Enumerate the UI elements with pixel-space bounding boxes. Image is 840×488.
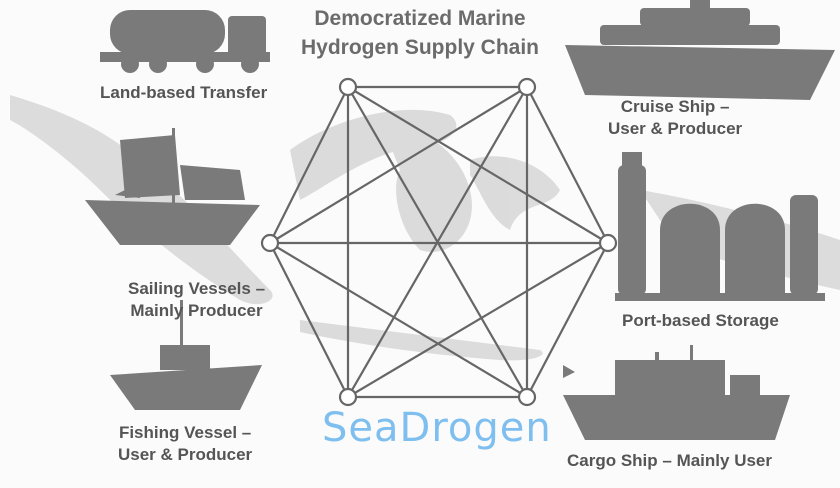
title-line-1: Democratized Marine [314,7,526,30]
network-node [598,233,618,253]
network-edge [269,242,349,398]
network-edge [269,86,528,244]
network-edge [269,86,349,244]
seadrogen-logo: SeaDrogen [322,405,552,451]
label-text: User & Producer [118,445,253,464]
network-node [517,77,537,97]
network-node [517,387,537,407]
storage-tank-icon [615,152,825,301]
label-cargo-ship: Cargo Ship – Mainly User [567,450,772,472]
fishing-boat-icon [110,300,262,410]
label-text: Mainly Producer [130,301,263,320]
cargo-ship-icon [563,345,790,440]
label-cruise-ship: Cruise Ship – User & Producer [608,96,742,140]
label-text: Fishing Vessel – [118,423,252,442]
label-text: Sailing Vessels – [128,279,266,298]
network-edge [526,86,609,244]
label-text: Cargo Ship – Mainly User [567,451,772,470]
label-land-based-transfer: Land-based Transfer [100,82,267,104]
supply-chain-network [260,77,618,407]
label-fishing-vessel: Fishing Vessel – User & Producer [118,422,252,466]
network-edge [526,242,609,398]
network-edge [347,242,609,398]
cruise-ship-icon [565,0,835,100]
label-port-storage: Port-based Storage [622,310,779,332]
label-text: Port-based Storage [622,311,779,330]
label-sailing-vessels: Sailing Vessels – Mainly Producer [128,278,265,322]
label-text: Cruise Ship – [620,97,730,116]
network-edge [347,86,609,244]
sailing-ship-icon [85,128,260,245]
diagram-title: Democratized Marine Hydrogen Supply Chai… [282,4,558,62]
network-node [338,77,358,97]
network-edge [269,242,528,398]
label-text: Land-based Transfer [100,83,268,102]
label-text: User & Producer [608,119,743,138]
network-node [260,233,280,253]
network-node [338,387,358,407]
tanker-truck-icon [100,10,270,73]
title-line-2: Hydrogen Supply Chain [300,36,539,59]
